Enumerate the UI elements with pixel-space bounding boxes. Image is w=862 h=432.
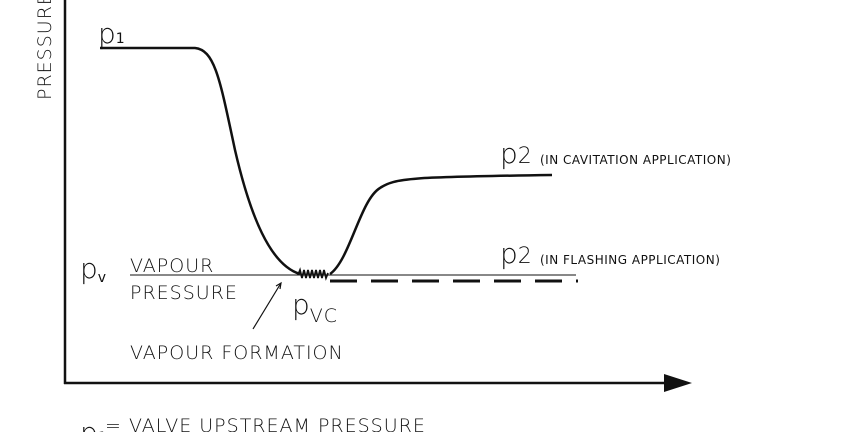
p1-label: p1	[98, 17, 125, 50]
y-axis-label: PRESSURE	[34, 0, 56, 100]
vapour-formation-arrowhead	[275, 281, 282, 290]
vapour-pressure-line2: PRESSURE	[130, 282, 238, 304]
pvc-label: pVC	[292, 288, 338, 327]
p2-flashing-note: (IN FLASHING APPLICATION)	[540, 253, 720, 267]
vapour-pressure-line1: VAPOUR	[130, 255, 214, 277]
vapour-formation-arrow	[252, 282, 282, 330]
pressure-curve	[100, 46, 553, 276]
p2-cavitation-note: (IN CAVITATION APPLICATION)	[540, 153, 731, 167]
cavitation-wiggle	[297, 267, 329, 281]
vapour-formation-label: VAPOUR FORMATION	[130, 342, 344, 364]
pv-label: pv	[80, 252, 106, 286]
legend-text: = VALVE UPSTREAM PRESSURE	[105, 415, 426, 432]
p2-flashing-label: p2	[500, 237, 532, 270]
p2-cavitation-label: p2	[500, 137, 532, 170]
legend-p1: p1	[80, 416, 107, 432]
x-axis-arrowhead	[664, 374, 692, 392]
